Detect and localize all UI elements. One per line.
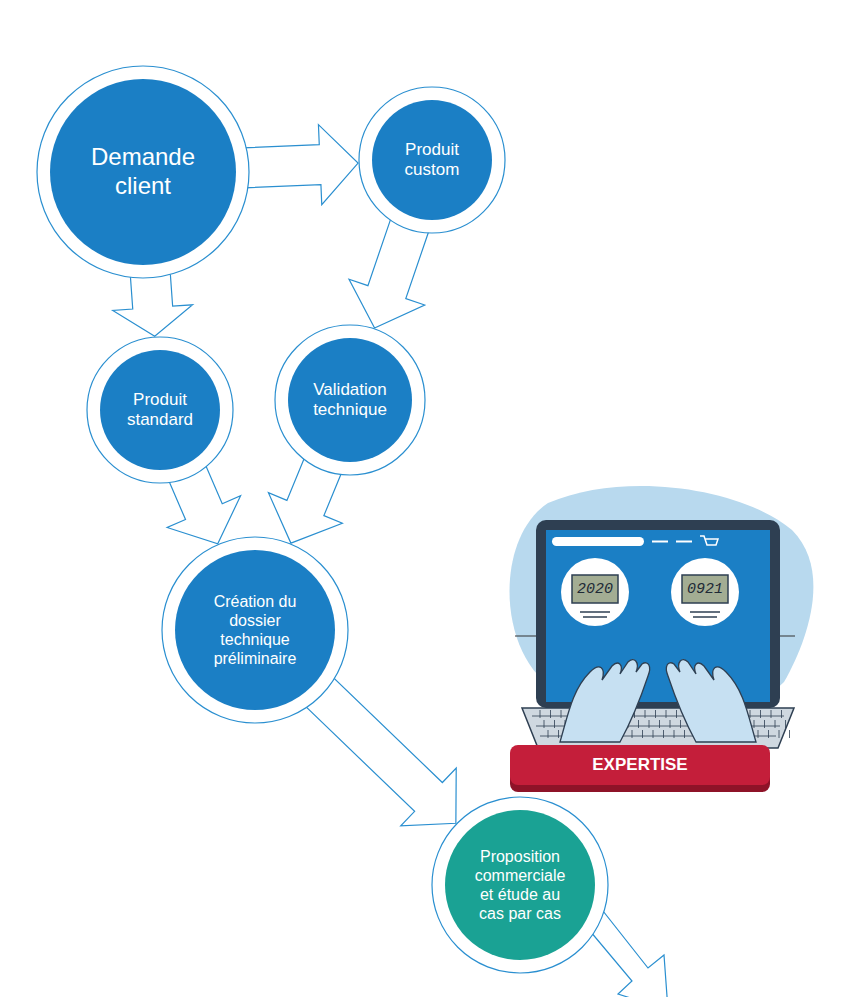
display-reading: 0921 <box>682 575 728 603</box>
key-divider <box>771 710 772 718</box>
outer-ring <box>275 325 425 475</box>
menu-dash <box>676 541 692 543</box>
lcd-display <box>572 575 618 603</box>
key-divider <box>666 710 667 718</box>
key-divider <box>561 710 562 718</box>
key-divider <box>768 730 769 738</box>
key-divider <box>779 730 780 738</box>
flow-arrow <box>349 218 429 328</box>
process-circle: Produit custom <box>358 86 506 234</box>
key-divider <box>758 730 759 738</box>
text-line <box>583 616 607 618</box>
right-hand <box>666 660 756 742</box>
inner-disc <box>288 338 412 462</box>
inner-disc <box>100 350 220 470</box>
search-bar <box>552 537 644 546</box>
key-divider <box>649 720 650 728</box>
process-circle: Demande client <box>36 65 250 279</box>
outer-ring <box>432 797 608 973</box>
process-circle: Validation technique <box>274 324 426 476</box>
inner-disc <box>445 810 595 960</box>
laptop-frame <box>536 520 780 708</box>
node-label: Produit standard <box>120 390 200 431</box>
product-circle <box>561 558 629 626</box>
process-circle: Produit standard <box>86 336 234 484</box>
key-divider <box>785 720 786 728</box>
key-divider <box>750 710 751 718</box>
inner-disc <box>175 550 335 710</box>
key-divider <box>676 710 677 718</box>
key-divider <box>653 730 654 738</box>
outer-ring <box>359 87 505 233</box>
background-blob <box>509 486 813 713</box>
key-divider <box>754 720 755 728</box>
node-label: Proposition commerciale et étude au cas … <box>472 847 568 924</box>
node-label: Demande client <box>88 143 198 201</box>
display-reading: 2020 <box>572 575 618 603</box>
key-divider <box>554 720 555 728</box>
key-divider <box>680 720 681 728</box>
text-line <box>693 616 717 618</box>
badge-label: EXPERTISE <box>510 745 770 785</box>
key-divider <box>638 720 639 728</box>
node-label: Validation technique <box>305 380 395 421</box>
outer-ring <box>87 337 233 483</box>
text-line <box>580 611 610 613</box>
key-divider <box>548 730 549 738</box>
flow-arrow <box>113 271 193 336</box>
key-divider <box>684 730 685 738</box>
key-divider <box>645 710 646 718</box>
flow-arrow <box>305 677 457 826</box>
key-divider <box>674 730 675 738</box>
inner-disc <box>372 100 492 220</box>
key-divider <box>659 720 660 728</box>
circle-shape <box>161 536 349 724</box>
key-divider <box>781 710 782 718</box>
left-hand <box>560 660 650 742</box>
menu-dash <box>652 541 668 543</box>
key-divider <box>663 730 664 738</box>
key-divider <box>670 720 671 728</box>
key-divider <box>764 720 765 728</box>
outer-ring <box>37 66 249 278</box>
key-divider <box>550 710 551 718</box>
node-label: Création du dossier technique préliminai… <box>211 592 299 669</box>
outer-ring <box>162 537 348 723</box>
flow-arrow <box>243 125 358 205</box>
key-divider <box>632 730 633 738</box>
circle-shape <box>431 796 609 974</box>
laptop-screen <box>546 530 770 702</box>
key-divider <box>558 730 559 738</box>
key-divider <box>789 730 790 738</box>
key-divider <box>540 710 541 718</box>
process-circle: Création du dossier technique préliminai… <box>161 536 349 724</box>
badge <box>510 745 770 785</box>
product-circle <box>671 558 739 626</box>
cart-icon <box>700 536 718 545</box>
lcd-display <box>682 575 728 603</box>
text-line <box>690 611 720 613</box>
inner-disc <box>50 79 236 265</box>
key-divider <box>544 720 545 728</box>
key-divider <box>642 730 643 738</box>
key-divider <box>655 710 656 718</box>
key-divider <box>775 720 776 728</box>
process-circle: Proposition commerciale et étude au cas … <box>431 796 609 974</box>
key-divider <box>760 710 761 718</box>
node-label: Produit custom <box>392 140 472 181</box>
